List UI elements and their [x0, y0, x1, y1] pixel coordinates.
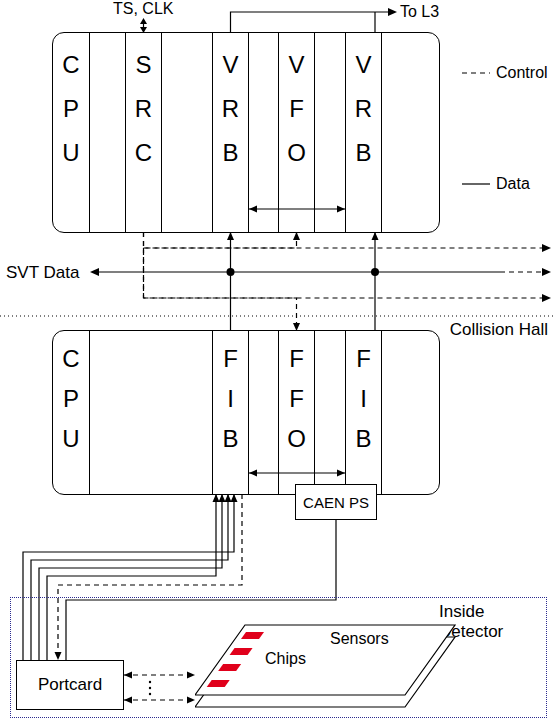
connector-line	[144, 232, 297, 248]
data-connector	[249, 470, 345, 477]
arrowhead	[542, 244, 551, 252]
to-l3-wire	[231, 12, 393, 33]
crate-slot: VRB	[345, 33, 382, 232]
module-name: VFO	[287, 33, 306, 175]
chip	[207, 680, 230, 687]
sensor-planes: SensorsChips	[195, 610, 465, 714]
arrowhead	[55, 652, 62, 660]
module-name: VRB	[354, 33, 373, 175]
junction-dot	[227, 268, 235, 276]
crate-slot: CPU	[53, 33, 90, 232]
box-label: Portcard	[38, 675, 102, 695]
ellipsis-dot	[149, 687, 151, 689]
arrowhead	[140, 18, 147, 24]
crate-frame: CPU SRC VRB VFO VRB	[52, 32, 440, 233]
arrowhead	[542, 268, 551, 276]
connector-line	[23, 494, 234, 660]
arrowhead	[249, 206, 257, 213]
chip	[241, 632, 264, 639]
sensor-plane-drawing	[195, 610, 465, 714]
ellipsis-dot	[149, 693, 151, 695]
arrowhead	[337, 470, 345, 477]
connector-line	[124, 699, 195, 700]
module-name: FFO	[287, 331, 306, 459]
to-l3-wire	[374, 12, 375, 33]
arrowhead	[388, 8, 397, 16]
connector-line	[230, 232, 231, 331]
module-name: VRB	[221, 33, 240, 175]
data-connector	[23, 494, 238, 660]
connector-line	[249, 472, 345, 473]
crate-slot: VRB	[212, 33, 249, 232]
bus-name: SVT Data	[6, 263, 79, 283]
arrowhead	[372, 232, 379, 240]
svt-data-bus	[500, 271, 546, 272]
part-label: Sensors	[330, 630, 389, 648]
connector-line	[374, 232, 375, 331]
arrowhead	[124, 672, 132, 679]
module-name: CPU	[61, 33, 80, 175]
control-bus	[144, 297, 547, 298]
crate-slot: CPU	[53, 331, 90, 494]
power-supply-box: CAEN PS	[295, 484, 377, 520]
crate-frame: CPU FIB FFO FIB	[52, 330, 440, 495]
svt-data-bus	[95, 271, 500, 272]
area-name: Collision Hall	[450, 320, 548, 340]
control-bus	[144, 247, 547, 248]
control-connector	[55, 494, 243, 660]
arrowhead	[249, 470, 257, 477]
crate-slot: FFO	[278, 331, 315, 494]
part-label: Chips	[265, 650, 306, 668]
module-name: CPU	[61, 331, 80, 459]
arrowhead	[124, 697, 132, 704]
legend-text: Data	[496, 175, 530, 193]
arrowhead	[225, 494, 232, 502]
arrowhead	[90, 268, 99, 276]
connector-line	[249, 208, 345, 209]
portcard-box: Portcard	[16, 660, 124, 710]
arrowhead	[293, 232, 300, 240]
data-connector	[249, 206, 345, 213]
ellipsis-dot	[149, 681, 151, 683]
arrowhead	[227, 232, 234, 240]
signal-name: TS, CLK	[113, 0, 173, 18]
sensor-plane	[195, 625, 455, 695]
box-label: Inside Detector	[439, 602, 539, 642]
control-bus	[143, 248, 144, 298]
arrowhead	[219, 494, 226, 502]
arrowhead	[187, 672, 195, 679]
module-name: SRC	[134, 33, 153, 175]
chip	[218, 664, 241, 671]
module-name: FIB	[354, 331, 373, 459]
arrowhead	[213, 494, 220, 502]
signal-name: To L3	[400, 3, 439, 21]
crate-slot: FIB	[345, 331, 382, 494]
detector-region: Inside DetectorPortcard SensorsChips	[10, 597, 547, 718]
module-name: FIB	[221, 331, 240, 459]
arrowhead	[231, 494, 238, 502]
legend-swatch	[462, 72, 490, 73]
connector-line	[58, 494, 242, 660]
chip	[230, 648, 253, 655]
legend-text: Control	[496, 64, 548, 82]
control-connector	[124, 672, 195, 679]
crate-slot: VFO	[278, 33, 315, 232]
box-label: CAEN PS	[303, 494, 369, 511]
hall-separator	[0, 315, 555, 316]
crate-slot: FIB	[212, 331, 249, 494]
junction-dot	[371, 268, 379, 276]
legend-swatch	[462, 183, 490, 184]
control-connector	[144, 232, 301, 248]
arrowhead	[187, 697, 195, 704]
connector-line	[47, 494, 216, 660]
arrowhead	[542, 294, 551, 302]
crate-slot: SRC	[125, 33, 162, 232]
connector-line	[124, 674, 195, 675]
arrowhead	[337, 206, 345, 213]
control-connector	[124, 697, 195, 704]
connector-line	[31, 494, 228, 660]
